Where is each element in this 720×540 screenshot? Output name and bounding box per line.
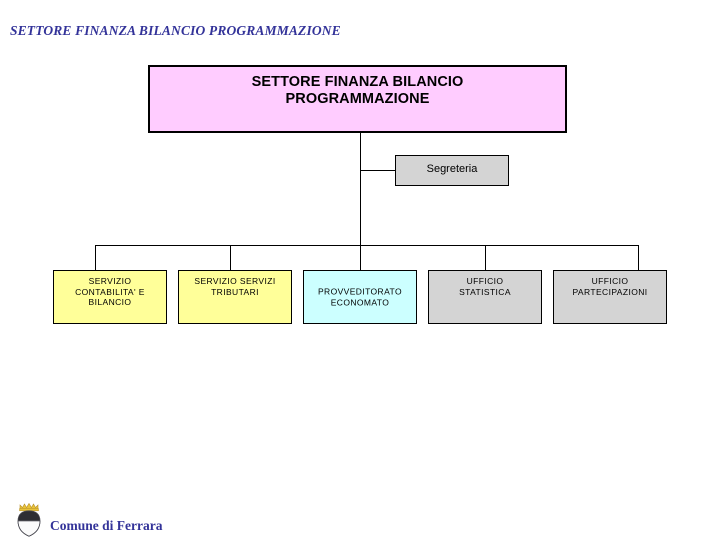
node-label: UFFICIO STATISTICA — [459, 276, 511, 297]
connector-staff-stub — [360, 170, 396, 171]
node-label: SERVIZIO SERVIZI TRIBUTARI — [194, 276, 276, 297]
connector-drop-5 — [638, 245, 639, 270]
node-label: Segreteria — [426, 163, 478, 175]
node-settore-finanza-bilancio-programmazione[interactable]: SETTORE FINANZA BILANCIO PROGRAMMAZIONE — [148, 65, 567, 133]
connector-bus — [95, 245, 639, 246]
node-servizio-servizi-tributari[interactable]: SERVIZIO SERVIZI TRIBUTARI — [178, 270, 292, 324]
node-servizio-contabilita-e-bilancio[interactable]: SERVIZIO CONTABILITA' E BILANCIO — [53, 270, 167, 324]
ferrara-coat-of-arms-icon — [17, 502, 41, 537]
connector-drop-4 — [485, 245, 486, 270]
node-ufficio-partecipazioni[interactable]: UFFICIO PARTECIPAZIONI — [553, 270, 667, 324]
footer-label: Comune di Ferrara — [50, 518, 163, 533]
node-segreteria[interactable]: Segreteria — [395, 155, 509, 186]
node-label: UFFICIO PARTECIPAZIONI — [572, 276, 648, 297]
connector-drop-2 — [230, 245, 231, 270]
node-provveditorato-economato[interactable]: PROVVEDITORATO ECONOMATO — [303, 270, 417, 324]
connector-drop-1 — [95, 245, 96, 270]
node-label: SERVIZIO CONTABILITA' E BILANCIO — [75, 276, 145, 307]
footer: Comune di Ferrara — [10, 500, 230, 540]
page-title: SETTORE FINANZA BILANCIO PROGRAMMAZIONE — [10, 23, 341, 38]
node-label: SETTORE FINANZA BILANCIO PROGRAMMAZIONE — [251, 74, 464, 107]
node-ufficio-statistica[interactable]: UFFICIO STATISTICA — [428, 270, 542, 324]
connector-root-spine — [360, 133, 361, 246]
connector-drop-3 — [360, 245, 361, 270]
node-label: PROVVEDITORATO ECONOMATO — [317, 286, 402, 308]
